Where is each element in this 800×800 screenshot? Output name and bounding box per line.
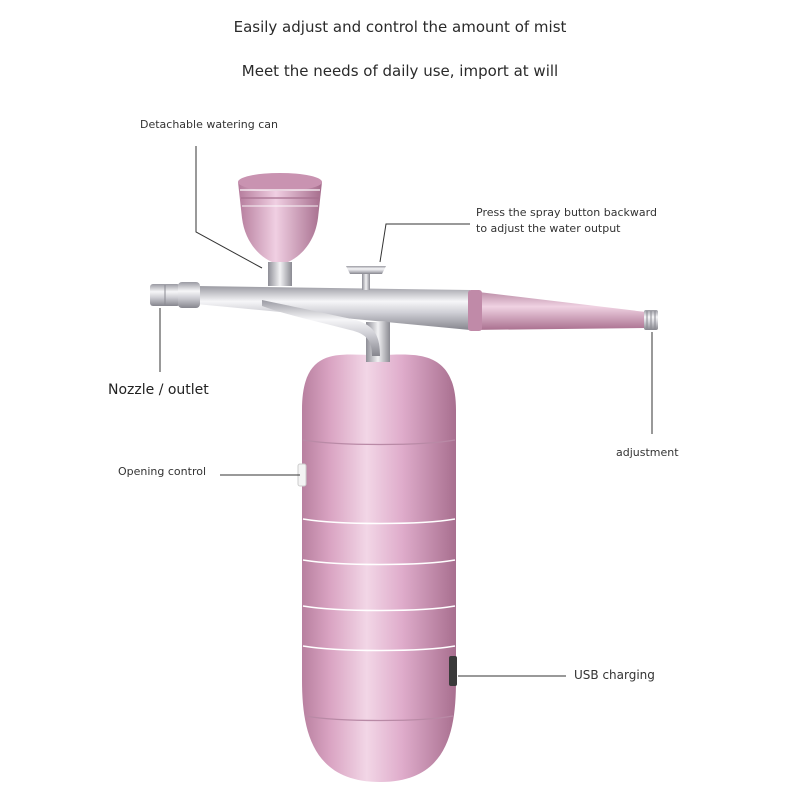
airbrush-body <box>302 354 456 782</box>
headline-adjust-mist: Easily adjust and control the amount of … <box>233 18 567 36</box>
callout-adjustment: adjustment <box>616 446 679 459</box>
spray-button[interactable] <box>346 266 386 290</box>
callout-nozzle: Nozzle / outlet <box>108 382 209 398</box>
callout-spray-button-line2: to adjust the water output <box>476 222 621 235</box>
callout-watering-can: Detachable watering can <box>140 118 278 131</box>
callout-spray-button-line1: Press the spray button backward <box>476 206 657 219</box>
usb-charging-port[interactable] <box>449 656 457 686</box>
callout-lines <box>159 146 653 677</box>
watering-cup <box>238 173 322 286</box>
callout-opening-control: Opening control <box>118 465 207 478</box>
airbrush-barrel <box>196 286 658 356</box>
nozzle-outlet <box>150 282 200 308</box>
callout-usb-charging: USB charging <box>574 668 655 682</box>
headline-daily-use: Meet the needs of daily use, import at w… <box>241 62 559 80</box>
